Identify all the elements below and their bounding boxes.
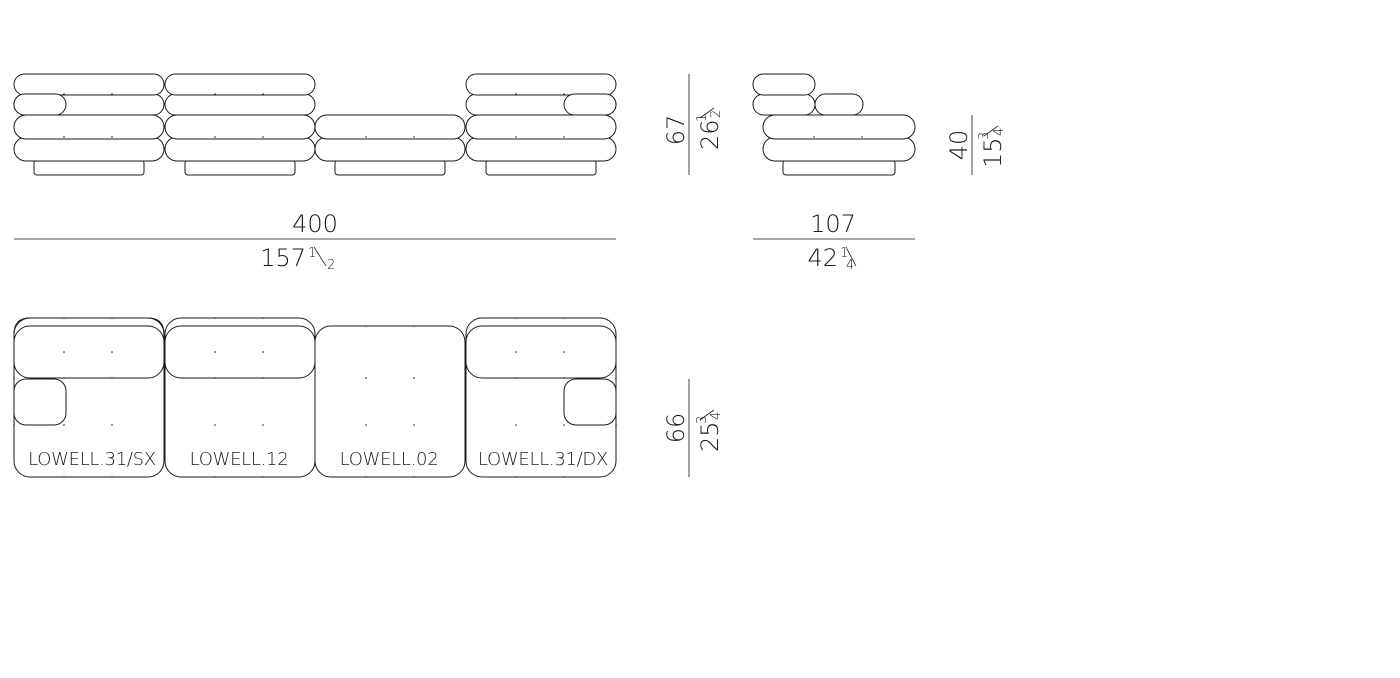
plan-depth-inch-fraction-num: 3 <box>695 416 710 424</box>
plan-backrest-top <box>13 317 165 335</box>
height-cm: 67 <box>662 115 690 146</box>
front-elevation: 400 157 1 2 67 26 1 2 <box>13 73 724 273</box>
armrest-cushion <box>563 93 617 116</box>
side-elevation: 107 42 1 4 40 15 3 4 <box>752 73 1007 273</box>
side-seat-lower <box>762 136 916 162</box>
plan-module-31-sx <box>13 317 165 478</box>
height-inch-fraction-num: 1 <box>695 114 710 122</box>
plan-backrest <box>13 325 165 379</box>
seat-height-cm: 40 <box>945 130 973 161</box>
seat-cushion-upper <box>465 114 617 140</box>
plan-view: LOWELL.31/SX LOWELL.12 LOWELL.02 LOWELL.… <box>13 317 724 478</box>
plan-module-02 <box>314 325 466 478</box>
seat-cushion-lower <box>164 136 316 162</box>
seat-cushion-upper <box>13 114 165 140</box>
module-label-02: LOWELL.02 <box>340 449 439 470</box>
plan-module-31-dx <box>465 317 617 478</box>
plan-depth-inches: 25 <box>696 421 724 452</box>
module-label-12: LOWELL.12 <box>190 449 289 470</box>
backrest-upper <box>164 73 316 96</box>
module-label-31-sx: LOWELL.31/SX <box>28 449 156 470</box>
plan-outline <box>314 325 466 478</box>
plan-armrest <box>13 378 67 426</box>
width-inch-fraction-num: 1 <box>308 246 316 261</box>
height-inch-fraction-den: 2 <box>709 110 724 118</box>
base-plinth <box>485 159 597 176</box>
base-plinth <box>334 159 446 176</box>
plan-depth-inch-fraction-den: 4 <box>709 412 724 420</box>
front-module-31-dx <box>465 73 617 176</box>
dimension-seat-height: 40 15 3 4 <box>945 115 1007 175</box>
dimension-composition-height: 67 26 1 2 <box>662 74 724 175</box>
backrest-lower <box>164 93 316 116</box>
side-seat-upper <box>762 114 916 140</box>
depth-inch-fraction-num: 1 <box>840 246 848 261</box>
width-inches: 157 <box>260 244 306 272</box>
front-tufting-dots <box>63 93 565 138</box>
seat-cushion-lower <box>465 136 617 162</box>
plan-module-12 <box>164 317 316 478</box>
seat-cushion-lower <box>314 136 466 162</box>
seat-height-inches: 15 <box>979 137 1007 168</box>
height-inches: 26 <box>696 119 724 150</box>
front-module-31-sx <box>13 73 165 176</box>
width-cm: 400 <box>292 210 338 238</box>
depth-cm: 107 <box>810 210 856 238</box>
seat-cushion-upper <box>314 114 466 140</box>
side-backrest-upper <box>752 73 816 96</box>
width-inch-fraction-den: 2 <box>327 258 335 273</box>
backrest-upper <box>465 73 617 96</box>
plan-depth-cm: 66 <box>662 413 690 444</box>
dimension-side-depth: 107 42 1 4 <box>753 210 915 273</box>
armrest-cushion <box>13 93 67 116</box>
dimension-plan-depth: 66 25 3 4 <box>662 379 724 477</box>
seat-cushion-upper <box>164 114 316 140</box>
plan-backrest <box>465 325 617 379</box>
base-plinth <box>33 159 145 176</box>
front-module-12 <box>164 73 316 176</box>
base-plinth <box>184 159 296 176</box>
seat-height-inch-fraction-den: 4 <box>992 128 1007 136</box>
side-base-plinth <box>782 159 896 176</box>
side-armrest-cushion <box>814 93 864 116</box>
dimension-composition-width: 400 157 1 2 <box>14 210 616 273</box>
seat-cushion-lower <box>13 136 165 162</box>
front-module-02 <box>314 114 466 176</box>
plan-armrest <box>563 378 617 426</box>
module-label-31-dx: LOWELL.31/DX <box>478 449 608 470</box>
depth-inches: 42 <box>807 244 838 272</box>
side-backrest-lower <box>752 93 816 116</box>
depth-inch-fraction-den: 4 <box>846 258 854 273</box>
backrest-upper <box>13 73 165 96</box>
plan-tufting-dots <box>13 317 617 478</box>
